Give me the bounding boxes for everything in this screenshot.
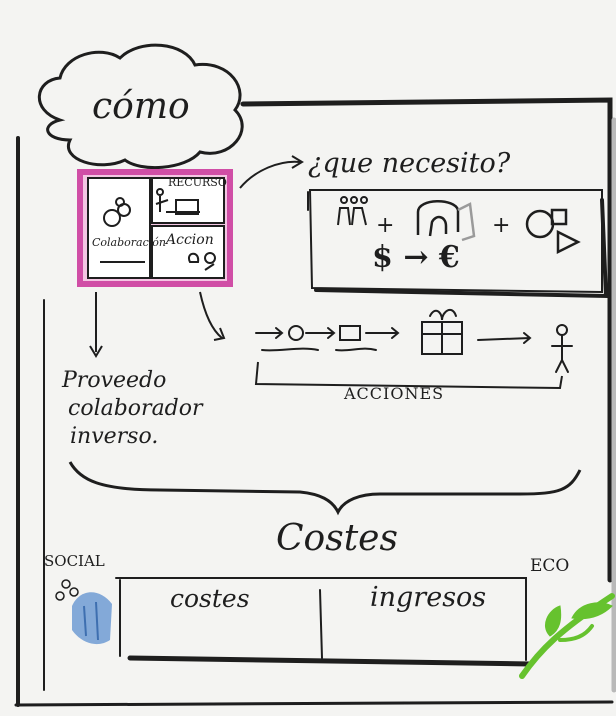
providers-note-line-2: colaborador (68, 396, 203, 421)
eco-label: ECO (530, 556, 570, 576)
arrow-to-actions (199, 291, 223, 339)
needs-box (307, 189, 609, 299)
resources-icon (155, 188, 200, 215)
needs-question: ¿que necesito? (308, 148, 511, 179)
canvas-box (77, 169, 233, 287)
canvas-action-label: Accion (166, 232, 214, 248)
eco-icon (519, 593, 615, 679)
providers-note-line-3: inverso. (70, 424, 159, 449)
people-icon (337, 196, 368, 226)
arrow-to-needs (239, 160, 301, 189)
action-icon (188, 252, 216, 271)
cloud-shape (37, 43, 244, 170)
table-col-costs: costes (170, 584, 250, 613)
actions-label: ACCIONES (344, 384, 445, 403)
actions-flow (255, 308, 573, 373)
social-icon (55, 579, 112, 645)
plus-sign-1: + (376, 213, 394, 238)
cloud-title: cómo (92, 86, 190, 127)
table-col-income: ingresos (370, 582, 487, 613)
actions-bracket (254, 361, 563, 390)
costs-title: Costes (276, 518, 398, 559)
house-icon (416, 200, 476, 242)
canvas-resources-label: RECURSO (168, 176, 227, 189)
social-label: SOCIAL (44, 552, 105, 570)
plus-sign-2: + (492, 213, 510, 238)
shapes-icon (525, 208, 581, 255)
needs-money: $ → € (372, 240, 460, 275)
costs-table (115, 577, 533, 667)
collaboration-icon (103, 197, 131, 227)
costs-brace (68, 461, 582, 516)
canvas-collaboration-label: Colaboración (92, 236, 166, 249)
providers-note-line-1: Proveedo (62, 368, 167, 393)
